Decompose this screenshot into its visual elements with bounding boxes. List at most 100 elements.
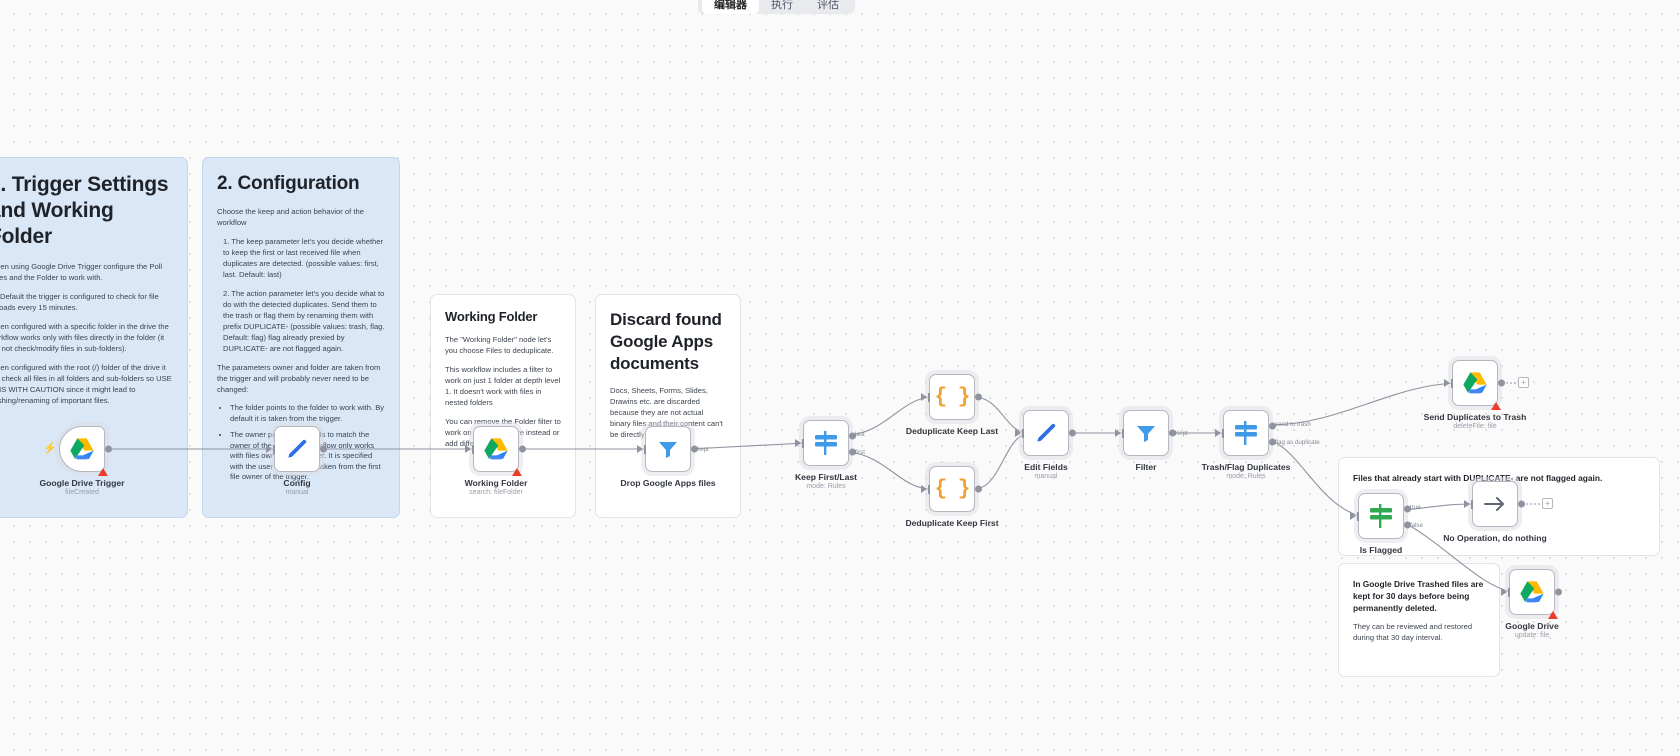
output-port-send-to-trash[interactable] [1268, 422, 1276, 430]
sticky-paragraph: This workflow includes a filter to work … [445, 365, 561, 407]
node-keep-first-last[interactable]: last first Keep First/Last mode: Rules [795, 420, 865, 490]
port-label-flag-as-duplicate: flag as duplicate [1275, 439, 1320, 446]
node-working-folder[interactable]: Working Folder search: fileFolder [465, 426, 527, 496]
sticky-title: 2. Configuration [217, 173, 360, 194]
sticky-paragraph: By Default the trigger is configured to … [0, 292, 159, 312]
node-label: No Operation, do nothing [1443, 533, 1547, 543]
trigger-bolt-icon: ⚡ [43, 442, 57, 455]
add-node-stub-button[interactable]: + [1518, 377, 1529, 388]
output-port[interactable] [974, 485, 982, 493]
node-sublabel: update: file [1514, 632, 1550, 639]
output-port[interactable] [1554, 588, 1562, 596]
node-edit-fields[interactable]: Edit Fields manual [1015, 410, 1076, 480]
sticky-note-discard-google-apps[interactable]: Discard found Google Apps documents Docs… [595, 294, 741, 518]
node-label: Google Drive [1505, 621, 1559, 631]
input-port[interactable] [1444, 378, 1453, 388]
switch-icon [1235, 421, 1257, 445]
sticky-outro: The parameters owner and folder are take… [217, 363, 381, 394]
add-node-stub-button[interactable]: + [1542, 498, 1553, 509]
sticky-title: Files that already start with DUPLICATE-… [1353, 473, 1603, 483]
node-box[interactable] [1464, 481, 1525, 527]
sticky-list-item: 1. The keep parameter let's you decide w… [223, 237, 384, 279]
node-label: Filter [1135, 462, 1157, 472]
node-deduplicate-keep-first[interactable]: { } Deduplicate Keep First [905, 466, 999, 528]
sticky-title: Discard found Google Apps documents [610, 310, 722, 373]
node-box[interactable] [637, 426, 698, 472]
node-google-drive-update[interactable]: Google Drive update: file [1501, 569, 1562, 639]
output-port-last[interactable] [848, 432, 856, 440]
sticky-title: In Google Drive Trashed files are kept f… [1353, 579, 1484, 613]
node-send-duplicates-to-trash[interactable]: Send Duplicates to Trash deleteFile: fil… [1424, 360, 1526, 430]
output-port[interactable] [1497, 379, 1505, 387]
port-label-first: first [855, 449, 865, 456]
input-port[interactable] [1350, 511, 1359, 521]
node-sublabel: mode: Rules [806, 483, 846, 490]
output-port[interactable] [1068, 429, 1076, 437]
port-label-send-to-trash: send to trash [1275, 421, 1311, 428]
node-config[interactable]: Config manual [266, 426, 327, 496]
input-port[interactable] [266, 444, 275, 454]
node-label: Google Drive Trigger [39, 478, 125, 488]
output-port[interactable] [974, 393, 982, 401]
output-port[interactable] [518, 445, 526, 453]
node-box[interactable] [795, 420, 856, 466]
output-port[interactable] [1517, 500, 1525, 508]
node-no-operation[interactable]: No Operation, do nothing [1443, 481, 1547, 543]
tab-executions[interactable]: 执行 [771, 0, 793, 11]
node-label: Edit Fields [1024, 462, 1068, 472]
code-icon: { } [934, 477, 971, 501]
input-port[interactable] [637, 444, 646, 454]
node-box[interactable] [1350, 493, 1411, 539]
code-icon: { } [934, 385, 971, 409]
output-port[interactable] [104, 445, 112, 453]
tab-evaluations[interactable]: 评估 [817, 0, 839, 11]
node-box[interactable] [1444, 360, 1505, 410]
node-box[interactable]: { } [921, 374, 982, 420]
switch-icon [815, 431, 837, 455]
node-box[interactable] [1115, 410, 1176, 456]
node-trash-flag-duplicates[interactable]: send to trash flag as duplicate Trash/Fl… [1202, 410, 1320, 480]
stub-wire [1498, 382, 1518, 384]
warning-badge-icon [1491, 402, 1501, 410]
node-google-drive-trigger[interactable]: ⚡ Google Drive Trigger fileCreated [39, 426, 125, 496]
node-box[interactable]: { } [921, 466, 982, 512]
sticky-note-trashed-30-days[interactable]: In Google Drive Trashed files are kept f… [1338, 563, 1500, 677]
input-port[interactable] [921, 392, 930, 402]
sticky-paragraph: When using Google Drive Trigger configur… [0, 262, 163, 282]
input-port[interactable] [465, 444, 474, 454]
node-box[interactable] [465, 426, 526, 476]
sticky-title: Working Folder [445, 309, 538, 324]
node-label: Deduplicate Keep Last [905, 426, 999, 436]
tab-editor[interactable]: 编辑器 [702, 0, 759, 14]
pencil-icon [1037, 423, 1056, 442]
node-box[interactable] [266, 426, 327, 472]
node-sublabel: search: fileFolder [469, 489, 523, 496]
output-port[interactable] [319, 445, 327, 453]
editor-tab-bar[interactable]: 编辑器 执行 评估 [698, 0, 855, 14]
input-port[interactable] [1464, 499, 1473, 509]
sticky-paragraph: Docs, Sheets, Forms, Slides, Drawins etc… [610, 386, 723, 439]
port-label-kept: Kept [1175, 430, 1188, 437]
filter-icon [659, 442, 677, 458]
sticky-note-working-folder[interactable]: Working Folder The "Working Folder" node… [430, 294, 576, 518]
node-is-flagged[interactable]: true false Is Flagged [1350, 493, 1423, 555]
sticky-paragraph: When configured with the root (/) folder… [0, 363, 172, 405]
input-port[interactable] [1115, 428, 1124, 438]
input-port[interactable] [795, 438, 804, 448]
node-box[interactable] [59, 426, 112, 476]
node-deduplicate-keep-last[interactable]: { } Deduplicate Keep Last [906, 374, 998, 436]
node-box[interactable] [1501, 569, 1562, 619]
sticky-paragraph: When configured with a specific folder i… [0, 322, 169, 353]
input-port[interactable] [1501, 587, 1510, 597]
node-label: Trash/Flag Duplicates [1201, 462, 1291, 472]
input-port[interactable] [1215, 428, 1224, 438]
node-box[interactable] [1215, 410, 1276, 456]
input-port[interactable] [1015, 428, 1024, 438]
node-drop-google-apps-files[interactable]: Kept Drop Google Apps files [620, 426, 716, 488]
node-filter[interactable]: Kept Filter [1115, 410, 1188, 472]
node-label: Drop Google Apps files [620, 478, 716, 488]
node-box[interactable] [1015, 410, 1076, 456]
input-port[interactable] [921, 484, 930, 494]
node-sublabel: fileCreated [65, 489, 99, 496]
